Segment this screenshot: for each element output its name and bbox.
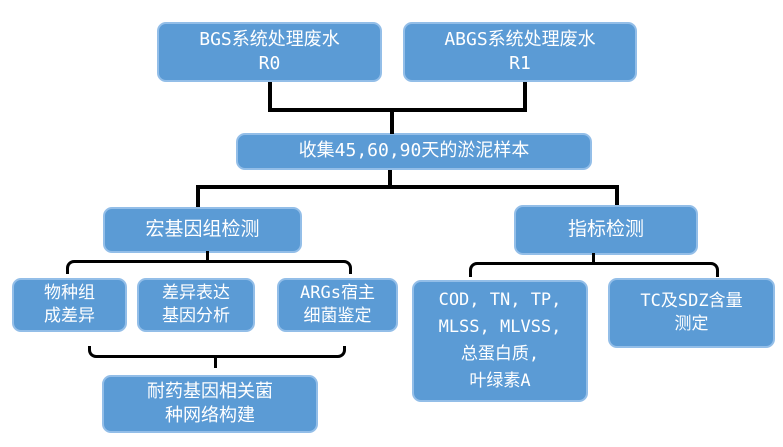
node-label: 总蛋白质, <box>460 344 540 364</box>
connector-to-indicator <box>615 185 619 205</box>
node-label: 差异表达 <box>162 283 230 304</box>
connector-network-tick <box>214 356 217 368</box>
connector-to-metagenome <box>196 185 200 207</box>
node-label: TC及SDZ含量 <box>640 291 743 312</box>
node-label: R0 <box>258 53 281 74</box>
node-bgs-system: BGS系统处理废水 R0 <box>157 22 382 82</box>
node-label: R1 <box>509 53 531 74</box>
node-label: 种网络构建 <box>165 405 255 426</box>
node-args-host-bacteria: ARGs宿主 细菌鉴定 <box>277 278 398 332</box>
connector-to-collect <box>390 108 394 134</box>
connector-metagenome-tick <box>206 251 209 262</box>
node-collect-samples: 收集45,60,90天的淤泥样本 <box>236 133 592 170</box>
node-indicator-detection: 指标检测 <box>514 205 698 255</box>
node-metagenome-detection: 宏基因组检测 <box>103 207 302 253</box>
bracket-indicator-children <box>469 262 719 277</box>
connector-split-horizontal <box>196 185 619 189</box>
node-label: 宏基因组检测 <box>145 218 260 241</box>
connector-top-merge <box>268 108 527 112</box>
node-label: 叶绿素A <box>469 371 531 392</box>
node-species-composition: 物种组 成差异 <box>12 278 127 332</box>
node-tc-sdz-content: TC及SDZ含量 测定 <box>608 278 775 348</box>
connector-collect-down <box>388 170 392 188</box>
node-label: 成差异 <box>44 306 95 326</box>
bracket-metagenome-children <box>66 260 352 274</box>
connector-abgs-down <box>523 82 527 112</box>
node-label: BGS系统处理废水 <box>199 28 340 50</box>
node-label: 耐药基因相关菌 <box>147 380 273 402</box>
node-water-quality-indicators: COD, TN, TP, MLSS, MLVSS, 总蛋白质, 叶绿素A <box>412 280 588 402</box>
node-label: 基因分析 <box>162 306 230 326</box>
node-label: COD, TN, TP, <box>438 289 562 310</box>
node-label: 细菌鉴定 <box>303 306 372 326</box>
connector-indicator-tick <box>592 253 595 264</box>
node-label: 测定 <box>674 314 709 334</box>
node-label: 指标检测 <box>567 218 644 241</box>
node-label: 收集45,60,90天的淤泥样本 <box>298 140 530 162</box>
node-resistance-gene-network: 耐药基因相关菌 种网络构建 <box>102 375 318 433</box>
connector-bgs-down <box>268 82 272 112</box>
node-label: ABGS系统处理废水 <box>444 28 596 50</box>
node-differential-expression: 差异表达 基因分析 <box>137 278 255 332</box>
node-label: ARGs宿主 <box>300 283 375 304</box>
node-abgs-system: ABGS系统处理废水 R1 <box>403 22 637 82</box>
node-label: MLSS, MLVSS, <box>438 316 562 337</box>
bracket-gather-to-network <box>88 346 346 358</box>
node-label: 物种组 <box>44 283 95 304</box>
